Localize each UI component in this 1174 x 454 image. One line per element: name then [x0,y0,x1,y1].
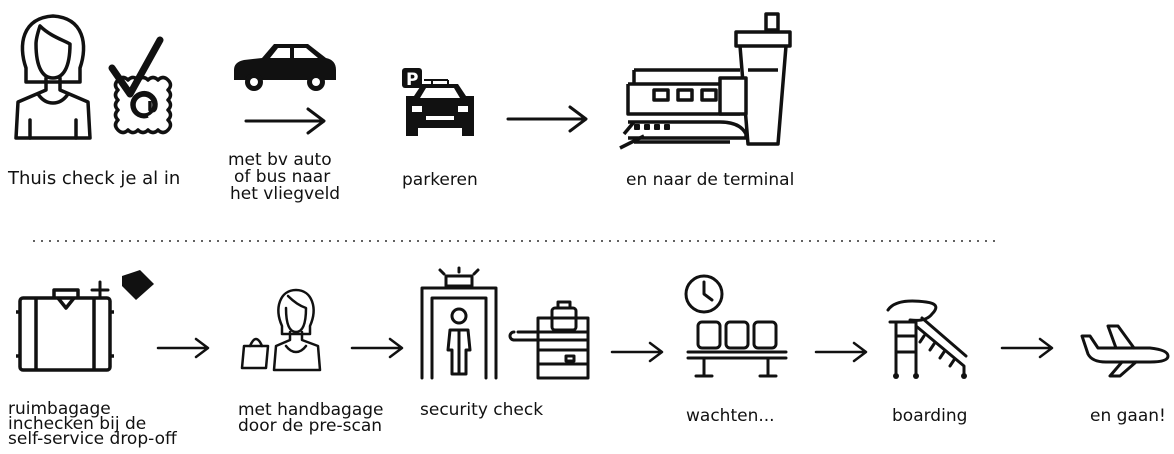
step-label-dropoff: ruimbagage inchecken bij de self-service… [8,399,177,449]
arrow-right-icon [814,341,868,363]
security-scanner-icon [420,266,590,380]
woman-handbag-icon [240,288,322,372]
arrow-right-icon [506,105,588,133]
step-label-checkin: Thuis check je al in [8,168,181,189]
step-label-boarding: boarding [892,406,968,426]
parking-icon: P [402,68,474,136]
arrow-right-icon [350,337,404,359]
arrow-right-icon [610,341,664,363]
car-icon [234,44,336,91]
step-label-parking: parkeren [402,170,478,190]
step-label-departure: en gaan! [1090,406,1166,426]
luggage-tag-icon [16,270,154,372]
arrow-right-icon [156,337,210,359]
step-label-prescan: met handbagage door de pre-scan [238,400,384,436]
step-label-terminal: en naar de terminal [626,170,795,190]
woman-checkin-icon [14,14,173,140]
step-label-transport: met bv auto of bus naar het vliegveld [228,150,341,204]
arrow-right-icon [244,107,326,135]
terminal-icon [619,12,792,150]
arrow-right-icon [1000,337,1054,359]
step-label-security: security check [420,400,544,420]
waiting-area-icon [684,274,788,378]
dotted-separator [30,240,995,242]
boarding-stairs-icon [886,299,968,379]
svg-text:P: P [406,70,418,90]
step-label-waiting: wachten... [686,406,775,426]
airplane-icon [1080,324,1170,378]
